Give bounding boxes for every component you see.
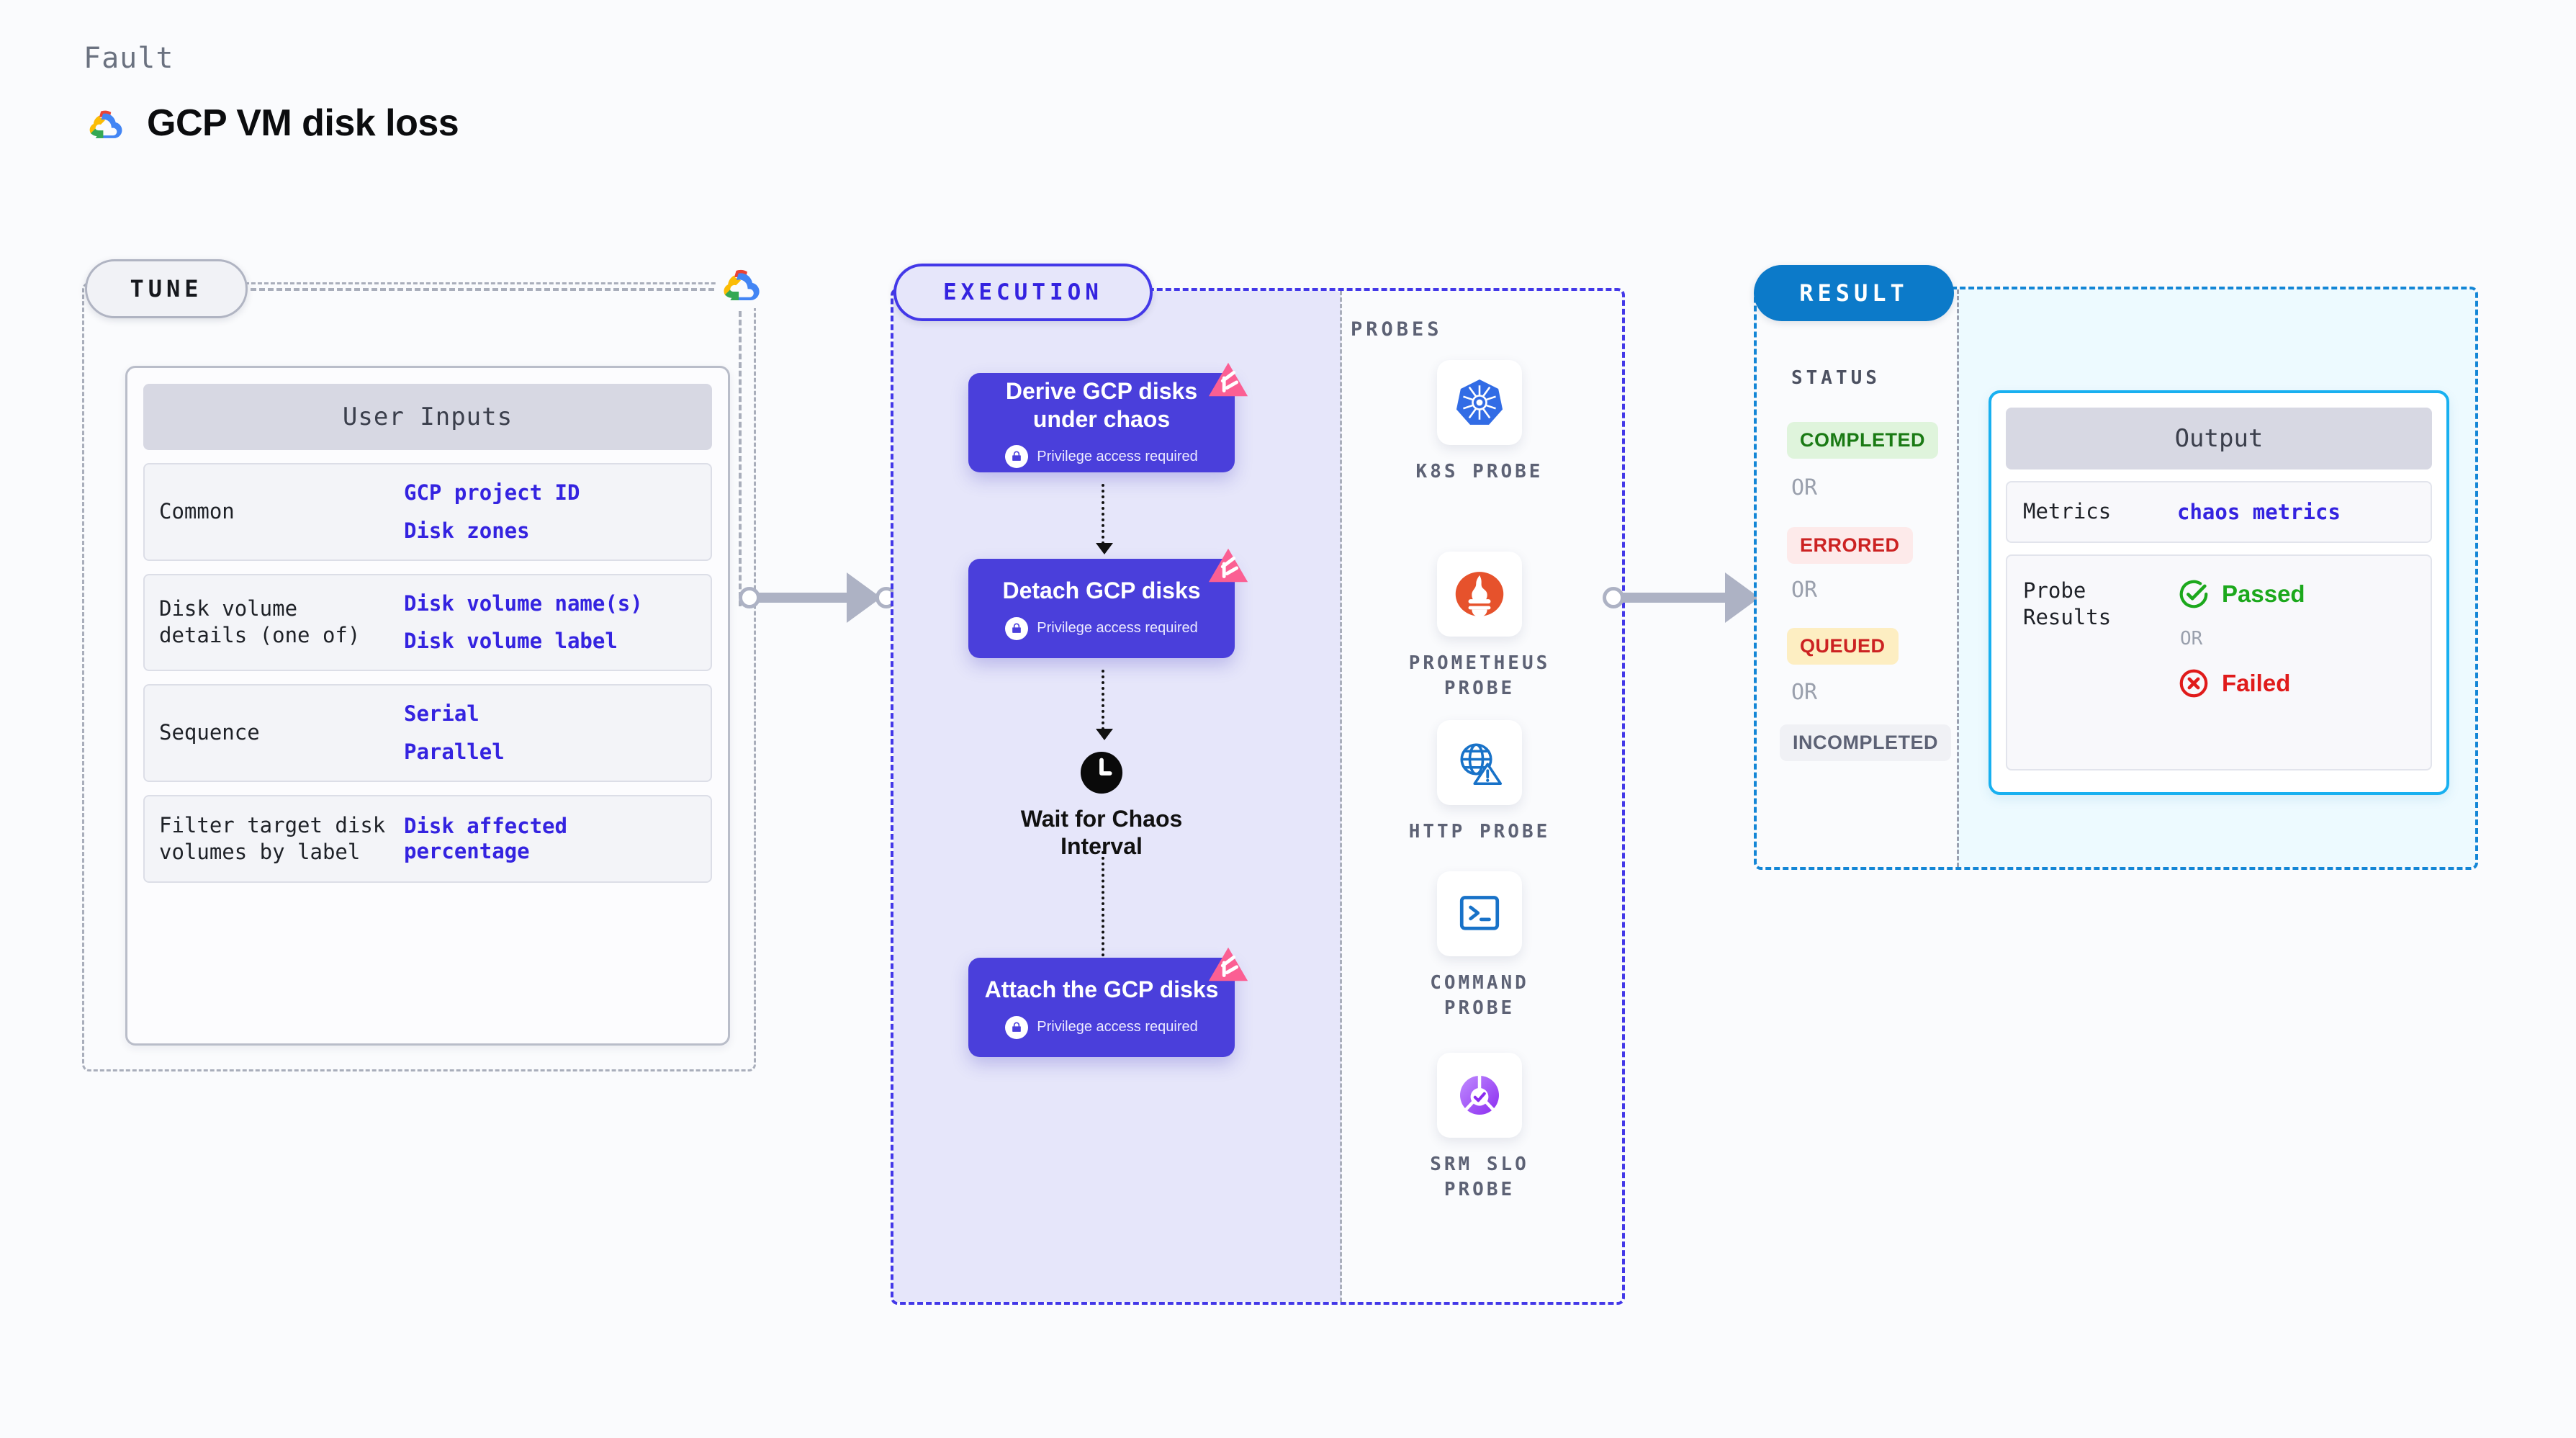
status-badge-errored: ERRORED <box>1787 527 1913 564</box>
probe-label: PROMETHEUS PROBE <box>1408 652 1551 700</box>
row-label: Common <box>159 499 235 524</box>
status-or: OR <box>1791 475 1818 500</box>
flow-arrow <box>1096 851 1113 984</box>
probe-result-passed: Passed <box>2177 578 2305 611</box>
tune-gcp-logo-icon <box>717 259 766 308</box>
execution-probes-divider <box>1340 291 1342 1302</box>
status-title: STATUS <box>1791 367 1881 389</box>
page-title: GCP VM disk loss <box>147 102 459 144</box>
execution-section <box>891 288 1625 1305</box>
harness-triangle-icon <box>1208 362 1248 397</box>
node-privilege-note: Privilege access required <box>1005 445 1198 469</box>
result-status-panel <box>1757 289 1957 867</box>
output-card: Output Metrics chaos metrics Probe Resul… <box>1989 390 2449 795</box>
clock-icon <box>1080 751 1123 794</box>
probes-title: PROBES <box>1351 318 1443 341</box>
probe-result-or: OR <box>2180 627 2203 650</box>
row-value[interactable]: Parallel <box>404 739 505 764</box>
status-badge-queued: QUEUED <box>1787 628 1899 665</box>
node-title: Detach GCP disks <box>1002 578 1201 604</box>
terminal-icon <box>1437 871 1522 956</box>
privilege-text: Privilege access required <box>1037 1019 1198 1035</box>
lock-icon <box>1005 445 1029 469</box>
result-section <box>1754 287 2478 870</box>
user-inputs-heading: User Inputs <box>143 384 712 450</box>
gcp-cloud-logo-icon <box>89 110 122 138</box>
check-circle-icon <box>2179 580 2208 608</box>
output-probe-results-row: Probe Results Passed OR Failed <box>2006 554 2432 770</box>
failed-label: Failed <box>2222 669 2291 696</box>
metrics-value[interactable]: chaos metrics <box>2177 499 2341 524</box>
probe-item-http[interactable]: HTTP PROBE <box>1390 720 1570 845</box>
metrics-label: Metrics <box>2023 499 2112 523</box>
user-input-row: Common GCP project ID Disk zones <box>143 463 712 561</box>
output-metrics-row: Metrics chaos metrics <box>2006 481 2432 543</box>
execution-node[interactable]: Detach GCP disks Privilege access requir… <box>968 548 1248 658</box>
tune-section <box>82 282 756 1071</box>
row-value[interactable]: Disk volume label <box>404 629 618 654</box>
passed-label: Passed <box>2222 580 2305 607</box>
probe-label: K8S PROBE <box>1415 461 1544 482</box>
row-value[interactable]: GCP project ID <box>404 480 580 505</box>
status-badge-incompleted: INCOMPLETED <box>1780 724 1952 761</box>
privilege-text: Privilege access required <box>1037 448 1198 464</box>
result-pill[interactable]: RESULT <box>1754 265 1954 321</box>
probe-label: SRM SLO PROBE <box>1430 1154 1529 1201</box>
tune-link-line <box>251 288 740 291</box>
tune-pill[interactable]: TUNE <box>85 259 248 318</box>
harness-triangle-icon <box>1208 947 1248 981</box>
privilege-text: Privilege access required <box>1037 620 1198 637</box>
prometheus-icon <box>1437 552 1522 637</box>
page-kicker: Fault <box>84 42 174 75</box>
wait-node-label: Wait for Chaos Interval <box>1020 806 1183 860</box>
user-inputs-card: User Inputs Common GCP project ID Disk z… <box>125 366 730 1046</box>
lock-icon <box>1005 1015 1029 1039</box>
row-value[interactable]: Disk volume name(s) <box>404 590 643 616</box>
user-input-row: Filter target disk volumes by label Disk… <box>143 794 712 883</box>
flow-arrow <box>1096 670 1113 740</box>
status-badge-completed: COMPLETED <box>1787 422 1939 459</box>
row-label: Filter target disk volumes by label <box>159 812 386 864</box>
connector-tune-to-execution <box>739 572 897 623</box>
lock-icon <box>1005 616 1029 640</box>
user-input-row: Sequence Serial Parallel <box>143 684 712 782</box>
execution-node[interactable]: Derive GCP disks under chaos Privilege a… <box>968 362 1248 472</box>
node-title: Attach the GCP disks <box>984 976 1219 1003</box>
probe-label: HTTP PROBE <box>1408 821 1551 842</box>
probe-item-prometheus[interactable]: PROMETHEUS PROBE <box>1390 552 1570 701</box>
row-label: Disk volume details (one of) <box>159 596 361 648</box>
probe-result-failed: Failed <box>2177 667 2305 700</box>
probe-item-srm-slo[interactable]: SRM SLO PROBE <box>1390 1053 1570 1203</box>
row-label: Sequence <box>159 720 260 745</box>
harness-triangle-icon <box>1208 548 1248 583</box>
user-input-row: Disk volume details (one of) Disk volume… <box>143 573 712 672</box>
probe-item-command[interactable]: COMMAND PROBE <box>1390 871 1570 1021</box>
node-privilege-note: Privilege access required <box>1005 1015 1198 1039</box>
tune-link-vline <box>739 311 742 606</box>
node-privilege-note: Privilege access required <box>1005 616 1198 640</box>
status-or: OR <box>1791 578 1818 603</box>
wait-for-chaos-interval-node[interactable]: Wait for Chaos Interval <box>986 750 1217 860</box>
probe-item-k8s[interactable]: K8S PROBE <box>1390 360 1570 485</box>
execution-pill[interactable]: EXECUTION <box>893 264 1153 321</box>
probe-results-label: Probe Results <box>2023 578 2112 630</box>
result-divider <box>1957 289 1959 867</box>
row-value[interactable]: Disk affected percentage <box>404 814 567 863</box>
srm-slo-icon <box>1437 1053 1522 1138</box>
status-or: OR <box>1791 680 1818 705</box>
row-value[interactable]: Serial <box>404 701 479 727</box>
x-circle-icon <box>2179 669 2208 698</box>
page-header: GCP VM disk loss <box>84 101 459 145</box>
flow-arrow <box>1096 484 1113 554</box>
execution-node[interactable]: Attach the GCP disks Privilege access re… <box>968 947 1248 1057</box>
row-value[interactable]: Disk zones <box>404 518 530 543</box>
probe-label: COMMAND PROBE <box>1430 972 1529 1020</box>
kubernetes-icon <box>1437 360 1522 445</box>
http-globe-warning-icon <box>1437 720 1522 805</box>
output-heading: Output <box>2006 408 2432 469</box>
node-title: Derive GCP disks under chaos <box>1005 377 1198 432</box>
